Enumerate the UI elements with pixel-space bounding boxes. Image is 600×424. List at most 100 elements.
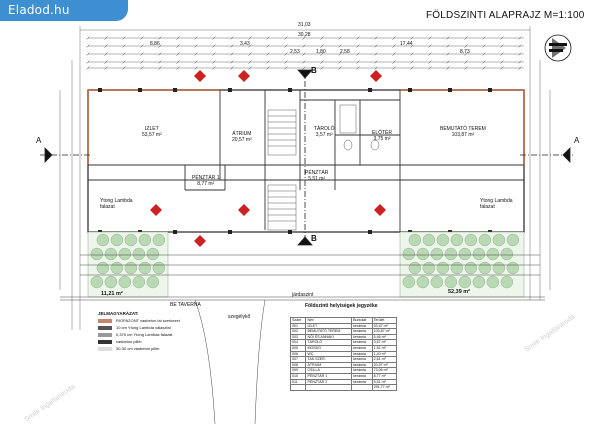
dimension-tick [356,36,360,40]
bush [416,247,430,261]
dimension-tick [194,60,198,64]
dimension-tick [230,36,234,40]
dimension-tick [410,66,414,70]
dimension-tick [518,44,522,48]
dimension-tick [500,60,504,64]
dimension-tick [482,36,486,40]
dimension-tick [446,60,450,64]
dimension-tick [104,36,108,40]
dimension-tick [302,44,306,48]
dimension-tick [86,36,90,40]
column-marker [368,88,372,92]
dimension-tick [500,52,504,56]
dim-3: 17,44 [400,41,413,47]
column-marker [288,88,292,92]
dimension-tick [500,36,504,40]
legend-swatch [98,339,112,344]
dimension-tick [428,60,432,64]
dimension-tick [194,52,198,56]
bush [444,275,458,289]
dimension-tick [320,66,324,70]
dimension-tick [284,44,288,48]
dimension-tick [356,66,360,70]
dimension-tick [266,44,270,48]
dimension-tick [320,44,324,48]
bush [450,233,464,247]
bush [492,261,506,275]
column-marker [288,230,292,234]
dimension-tick [374,36,378,40]
dimension-tick [464,66,468,70]
dim-1: 8,86 [150,41,160,47]
dimension-tick [248,66,252,70]
brand-badge[interactable]: Eladod.hu [0,0,128,21]
dimension-tick [122,66,126,70]
column-marker [448,88,452,92]
dimension-tick [338,66,342,70]
bush [408,233,422,247]
bush [90,247,104,261]
dimension-tick [482,60,486,64]
dimension-tick [248,36,252,40]
dimension-tick [266,66,270,70]
dimension-tick [122,36,126,40]
dimension-tick [446,36,450,40]
page-title: FÖLDSZINTI ALAPRAJZ M=1:100 [426,10,585,21]
bush [436,261,450,275]
dim-7: 8,73 [460,49,470,55]
legend-heading: JELMAGYARÁZAT: [98,311,139,316]
terrace-right-label: Ytong Lambda falazat [480,198,513,210]
dimension-tick [284,66,288,70]
dimension-tick [104,66,108,70]
dimension-tick [158,36,162,40]
dimension-tick [410,44,414,48]
dimension-tick [248,44,252,48]
bush [152,233,166,247]
dim-4: 2,53 [290,49,300,55]
dimension-tick [518,60,522,64]
dimension-tick [212,52,216,56]
dimension-tick [194,66,198,70]
dimension-tick [104,44,108,48]
dimension-tick [284,52,288,56]
dimension-tick [284,36,288,40]
section-a-right: A [574,136,580,145]
dimension-tick [410,52,414,56]
garden-left-area: 11,21 m² [101,291,123,297]
dimension-tick [392,44,396,48]
dimension-tick [410,36,414,40]
bush [138,261,152,275]
bush [138,233,152,247]
exterior-walls [87,89,525,165]
dimension-tick [158,52,162,56]
section-a-left: A [36,136,42,145]
bush [430,247,444,261]
bush [436,233,450,247]
dimension-tick [356,60,360,64]
room-table-title: Földszinti helyiségek jegyzéke [305,303,378,309]
bush [492,233,506,247]
column-marker [228,88,232,92]
garden-left [87,231,169,298]
dimension-tick [338,52,342,56]
bush [96,261,110,275]
column-marker [173,230,177,234]
dimension-tick [464,36,468,40]
bush [416,275,430,289]
dimension-tick [140,66,144,70]
dimension-tick [374,66,378,70]
dimension-tick [446,44,450,48]
bush [450,261,464,275]
bush [500,275,514,289]
toilet-fixtures [339,104,380,151]
dimension-tick [320,60,324,64]
street-label-2: BE TAVERNA [170,302,201,308]
dimension-tick [446,66,450,70]
column-marker [368,230,372,234]
bush [152,261,166,275]
